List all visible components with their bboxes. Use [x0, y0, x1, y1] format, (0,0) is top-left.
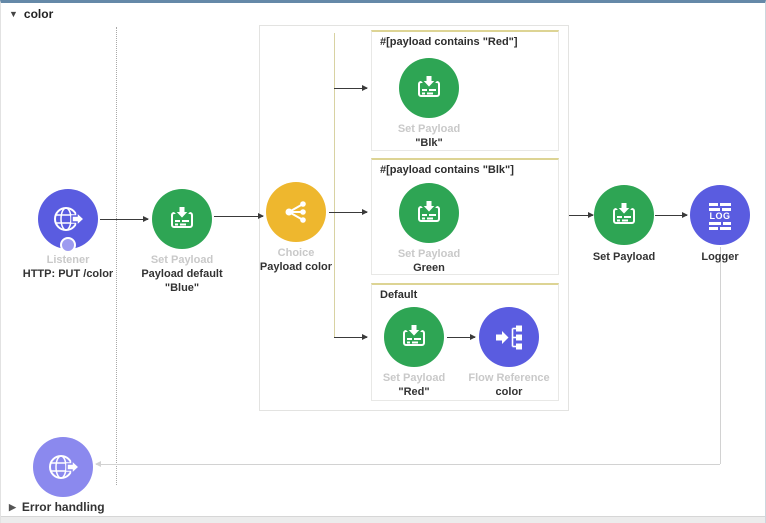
- node-type-label: Flow Reference: [468, 372, 550, 384]
- node-type-label: Choice: [277, 247, 315, 259]
- set-payload-final-node[interactable]: Set Payload: [562, 185, 686, 264]
- connector-arrow: [100, 216, 149, 222]
- error-path-arrow: [95, 461, 720, 467]
- choice-circle[interactable]: [266, 182, 326, 242]
- connector-arrow: [329, 209, 368, 215]
- flow-reference-node[interactable]: Flow Reference color: [447, 307, 571, 399]
- connector-arrow: [334, 85, 368, 91]
- set-payload-default-node[interactable]: Set Payload Payload default "Blue": [120, 189, 244, 295]
- node-name-label: HTTP: PUT /color: [22, 268, 114, 280]
- flow-title: color: [23, 7, 54, 21]
- node-type-label: Set Payload: [382, 372, 446, 384]
- node-type-label: Set Payload: [397, 248, 461, 260]
- node-type-label: Set Payload: [397, 123, 461, 135]
- globe-arrow-icon: [54, 207, 86, 231]
- choice-branch-line: [334, 33, 335, 337]
- node-name-label: Payload default: [141, 268, 223, 280]
- http-connector-badge: [60, 237, 76, 253]
- error-source-node[interactable]: [1, 437, 125, 497]
- flow-header[interactable]: ▼ color: [9, 7, 53, 21]
- set-payload-red-node[interactable]: Set Payload "Red": [352, 307, 476, 399]
- connector-arrow: [569, 212, 594, 218]
- listener-node[interactable]: Listener HTTP: PUT /color: [6, 189, 130, 281]
- error-handling-header[interactable]: ▶ Error handling: [9, 500, 105, 514]
- arrow-tree-icon: [496, 325, 522, 350]
- document-download-icon: [418, 74, 440, 97]
- set-payload-circle[interactable]: [594, 185, 654, 245]
- listener-circle[interactable]: [38, 189, 98, 253]
- set-payload-circle[interactable]: [399, 58, 459, 118]
- bottom-divider: [1, 516, 765, 523]
- set-payload-circle[interactable]: [152, 189, 212, 249]
- error-handling-title: Error handling: [21, 500, 105, 514]
- node-name-label: "Blk": [415, 137, 443, 149]
- node-type-label: Listener: [46, 254, 90, 266]
- error-path-line: [720, 247, 721, 464]
- flow-reference-circle[interactable]: [479, 307, 539, 367]
- node-name-label: Logger: [701, 251, 739, 263]
- error-source-circle[interactable]: [33, 437, 93, 497]
- connector-arrow: [334, 334, 368, 340]
- set-payload-circle[interactable]: [384, 307, 444, 367]
- set-payload-circle[interactable]: [399, 183, 459, 243]
- document-download-icon: [613, 201, 635, 224]
- node-name-label: color: [495, 386, 523, 398]
- connector-arrow: [655, 212, 688, 218]
- collapse-icon[interactable]: ▼: [9, 9, 18, 19]
- node-name-label: Set Payload: [592, 251, 656, 263]
- logger-node[interactable]: LOG Logger: [658, 185, 765, 264]
- branch-dots-icon: [285, 201, 306, 223]
- node-name-label: Green: [413, 262, 445, 274]
- log-text: LOG: [710, 211, 731, 221]
- branch-condition-label: #[payload contains "Blk"]: [380, 164, 514, 176]
- node-name-label: "Red": [398, 386, 430, 398]
- choice-node[interactable]: Choice Payload color: [234, 182, 358, 274]
- logger-circle[interactable]: LOG: [690, 185, 750, 245]
- connector-arrow: [214, 213, 264, 219]
- branch-condition-label: Default: [380, 289, 418, 301]
- node-type-label: Set Payload: [150, 254, 214, 266]
- node-name-label: Payload color: [259, 261, 333, 273]
- document-download-icon: [171, 205, 193, 228]
- set-payload-blk-node[interactable]: Set Payload "Blk": [367, 58, 491, 150]
- globe-arrow-icon: [49, 455, 81, 479]
- document-download-icon: [418, 199, 440, 222]
- source-process-divider: [116, 27, 117, 485]
- log-lines-icon: LOG: [709, 203, 731, 230]
- connector-arrow: [447, 334, 476, 340]
- node-name-label: "Blue": [164, 282, 200, 294]
- branch-condition-label: #[payload contains "Red"]: [380, 36, 518, 48]
- expand-icon[interactable]: ▶: [9, 501, 16, 512]
- set-payload-green-node[interactable]: Set Payload Green: [367, 183, 491, 275]
- document-download-icon: [403, 323, 425, 346]
